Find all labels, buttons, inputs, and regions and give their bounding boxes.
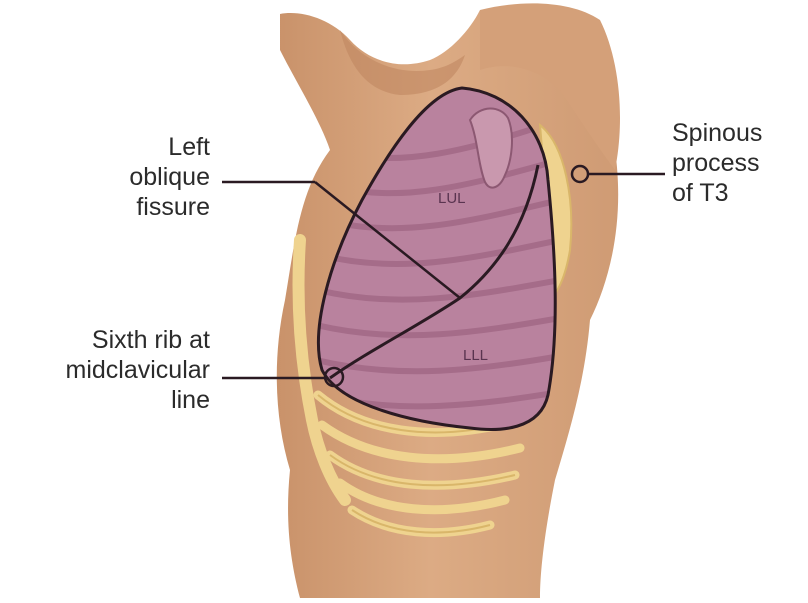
label-line: Sixth rib at [20, 325, 210, 355]
label-spinous-process: Spinous process of T3 [672, 118, 797, 208]
label-line: fissure [90, 192, 210, 222]
label-line: Spinous [672, 118, 797, 148]
label-line: of T3 [672, 178, 797, 208]
label-line: oblique [90, 162, 210, 192]
label-line: process [672, 148, 797, 178]
label-sixth-rib: Sixth rib at midclavicular line [20, 325, 210, 415]
label-oblique-fissure: Left oblique fissure [90, 132, 210, 222]
label-line: line [20, 385, 210, 415]
label-line: Left [90, 132, 210, 162]
label-line: midclavicular [20, 355, 210, 385]
lobe-label-lower: LLL [463, 347, 488, 364]
lobe-label-upper: LUL [438, 190, 466, 207]
